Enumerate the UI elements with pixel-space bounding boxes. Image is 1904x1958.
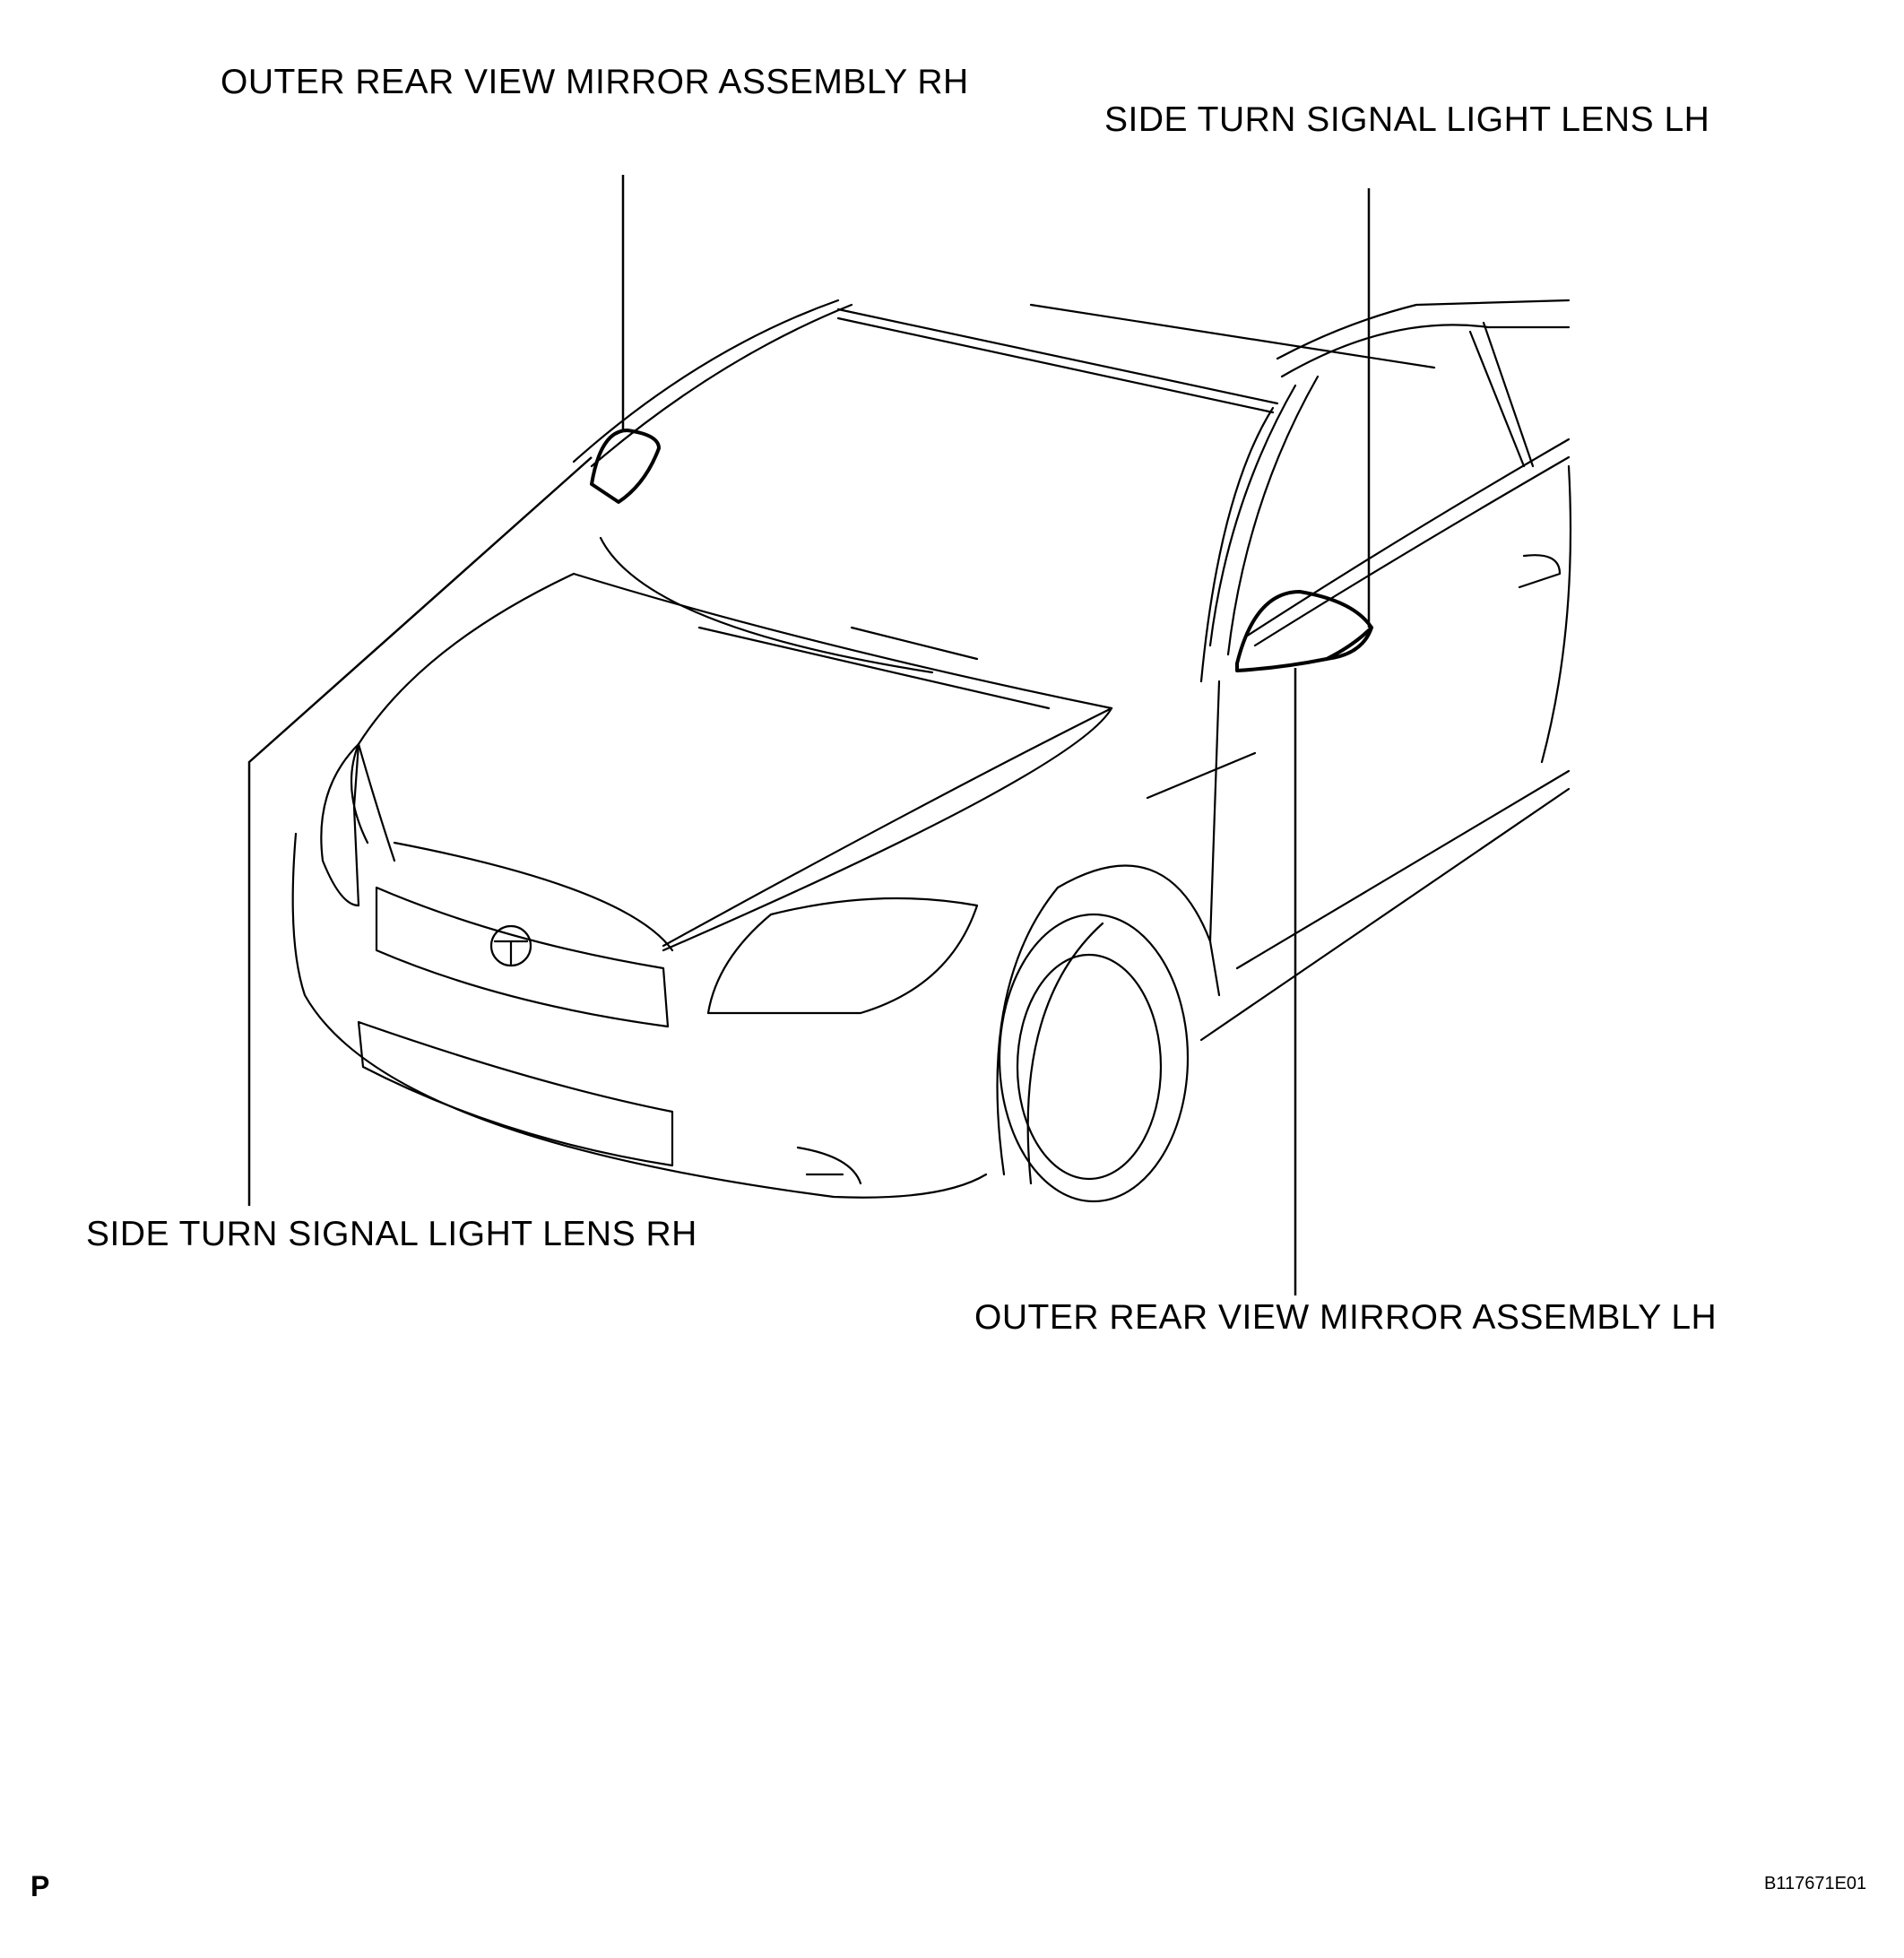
page-marker: P (30, 1870, 50, 1902)
label-outer-rear-view-mirror-assembly-lh: OUTER REAR VIEW MIRROR ASSEMBLY LH (974, 1298, 1718, 1337)
label-side-turn-signal-light-lens-lh: SIDE TURN SIGNAL LIGHT LENS LH (1104, 100, 1710, 139)
label-outer-rear-view-mirror-assembly-rh: OUTER REAR VIEW MIRROR ASSEMBLY RH (221, 63, 969, 101)
label-side-turn-signal-light-lens-rh: SIDE TURN SIGNAL LIGHT LENS RH (86, 1215, 697, 1253)
figure-code: B117671E01 (1764, 1874, 1867, 1893)
